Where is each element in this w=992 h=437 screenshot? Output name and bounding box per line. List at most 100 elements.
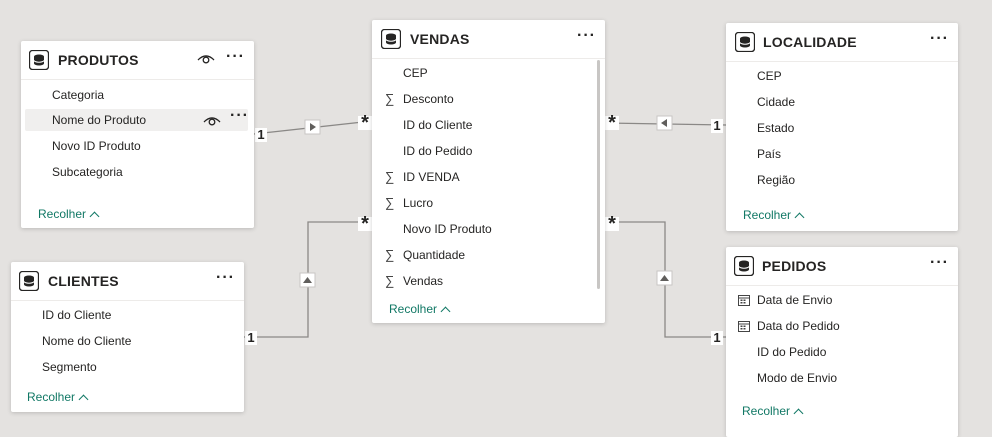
arrow-up-icon — [656, 270, 673, 286]
field-label: CEP — [403, 66, 428, 80]
field-row[interactable]: ∑ ID VENDA — [372, 166, 605, 188]
cardinality-many: * — [605, 214, 619, 234]
more-options-button[interactable]: ··· — [577, 27, 596, 44]
field-row[interactable]: Região — [726, 169, 958, 191]
arrow-left-icon — [656, 115, 673, 131]
field-row[interactable]: CEP — [372, 62, 605, 84]
cardinality-many: * — [358, 113, 372, 133]
field-row[interactable]: Segmento — [11, 356, 244, 378]
field-label: Nome do Cliente — [42, 334, 132, 348]
database-icon — [734, 256, 754, 276]
field-row[interactable]: ∑ Lucro — [372, 192, 605, 214]
table-card-localidade[interactable]: LOCALIDADE ··· CEP Cidade Estado País Re… — [726, 23, 958, 231]
field-row[interactable]: Novo ID Produto — [21, 135, 254, 157]
field-row[interactable]: ID do Pedido — [726, 341, 958, 363]
field-label: ID do Cliente — [403, 118, 473, 132]
collapse-label: Recolher — [742, 404, 791, 418]
cardinality-many: * — [358, 214, 372, 234]
table-title: LOCALIDADE — [763, 34, 857, 50]
field-row[interactable]: Data do Pedido — [726, 315, 958, 337]
table-header[interactable]: LOCALIDADE ··· — [726, 23, 958, 62]
field-label: Segmento — [42, 360, 97, 374]
collapse-label: Recolher — [389, 302, 438, 316]
eye-icon[interactable] — [197, 53, 215, 65]
table-title: PEDIDOS — [762, 258, 827, 274]
chevron-up-icon — [440, 306, 451, 317]
scrollbar[interactable] — [597, 60, 600, 289]
table-header[interactable]: PEDIDOS ··· — [726, 247, 958, 286]
table-header[interactable]: VENDAS ··· — [372, 20, 605, 59]
field-label: Cidade — [757, 95, 796, 109]
field-row[interactable]: País — [726, 143, 958, 165]
field-row[interactable]: Categoria — [21, 84, 254, 106]
table-card-produtos[interactable]: PRODUTOS ··· Categoria Nome do Produto ·… — [21, 41, 254, 228]
field-label: ID do Pedido — [757, 345, 827, 359]
collapse-button[interactable]: Recolher — [742, 404, 804, 419]
sigma-icon: ∑ — [385, 169, 395, 184]
sigma-icon: ∑ — [385, 195, 395, 210]
cardinality-many: * — [605, 113, 619, 133]
field-label: Nome do Produto — [52, 113, 147, 127]
field-row[interactable]: ∑ Quantidade — [372, 244, 605, 266]
collapse-button[interactable]: Recolher — [743, 208, 805, 223]
field-label: Estado — [757, 121, 795, 135]
table-header[interactable]: PRODUTOS ··· — [21, 41, 254, 80]
collapse-button[interactable]: Recolher — [27, 390, 89, 405]
field-label: Data do Pedido — [757, 319, 840, 333]
field-row[interactable]: Data de Envio — [726, 289, 958, 311]
field-row[interactable]: ID do Cliente — [11, 304, 244, 326]
collapse-label: Recolher — [743, 208, 792, 222]
field-label: Lucro — [403, 196, 434, 210]
cardinality-one: 1 — [245, 331, 257, 345]
arrow-up-icon — [299, 272, 316, 288]
field-row[interactable]: Novo ID Produto — [372, 218, 605, 240]
field-label: Categoria — [52, 88, 105, 102]
eye-icon[interactable] — [203, 115, 221, 127]
field-row[interactable]: ID do Pedido — [372, 140, 605, 162]
field-row[interactable]: Modo de Envio — [726, 367, 958, 389]
chevron-up-icon — [793, 408, 804, 419]
field-row[interactable]: ∑ Desconto — [372, 88, 605, 110]
field-row-selected[interactable]: Nome do Produto ··· — [25, 107, 248, 131]
table-card-vendas[interactable]: VENDAS ··· CEP ∑ Desconto ID do Cliente … — [372, 20, 605, 323]
table-card-clientes[interactable]: CLIENTES ··· ID do Cliente Nome do Clien… — [11, 262, 244, 412]
field-label: País — [757, 147, 782, 161]
field-label: Novo ID Produto — [52, 139, 141, 153]
cardinality-one: 1 — [255, 128, 267, 142]
field-row[interactable]: CEP — [726, 65, 958, 87]
database-icon — [735, 32, 755, 52]
cardinality-one: 1 — [711, 119, 723, 133]
database-icon — [19, 271, 39, 291]
collapse-label: Recolher — [27, 390, 76, 404]
field-row[interactable]: Cidade — [726, 91, 958, 113]
more-options-button[interactable]: ··· — [226, 48, 245, 65]
more-options-button[interactable]: ··· — [930, 30, 949, 47]
collapse-button[interactable]: Recolher — [38, 207, 100, 222]
table-card-pedidos[interactable]: PEDIDOS ··· Data de Envio Data do Pedido… — [726, 247, 958, 437]
field-row[interactable]: Subcategoria — [21, 161, 254, 183]
sigma-icon: ∑ — [385, 247, 395, 262]
field-row[interactable]: Nome do Cliente — [11, 330, 244, 352]
calendar-icon — [738, 321, 750, 332]
field-row[interactable]: ID do Cliente — [372, 114, 605, 136]
chevron-up-icon — [794, 212, 805, 223]
arrow-right-icon — [304, 119, 321, 135]
field-more-button[interactable]: ··· — [230, 107, 249, 124]
field-label: Data de Envio — [757, 293, 833, 307]
collapse-button[interactable]: Recolher — [389, 302, 451, 317]
sigma-icon: ∑ — [385, 91, 395, 106]
field-row[interactable]: Estado — [726, 117, 958, 139]
table-title: CLIENTES — [48, 273, 119, 289]
calendar-icon — [738, 295, 750, 306]
table-header[interactable]: CLIENTES ··· — [11, 262, 244, 301]
field-row[interactable]: ∑ Vendas — [372, 270, 605, 292]
more-options-button[interactable]: ··· — [930, 254, 949, 271]
sigma-icon: ∑ — [385, 273, 395, 288]
more-options-button[interactable]: ··· — [216, 269, 235, 286]
database-icon — [381, 29, 401, 49]
chevron-up-icon — [89, 211, 100, 222]
database-icon — [29, 50, 49, 70]
field-label: Região — [757, 173, 796, 187]
field-label: Novo ID Produto — [403, 222, 492, 236]
collapse-label: Recolher — [38, 207, 87, 221]
